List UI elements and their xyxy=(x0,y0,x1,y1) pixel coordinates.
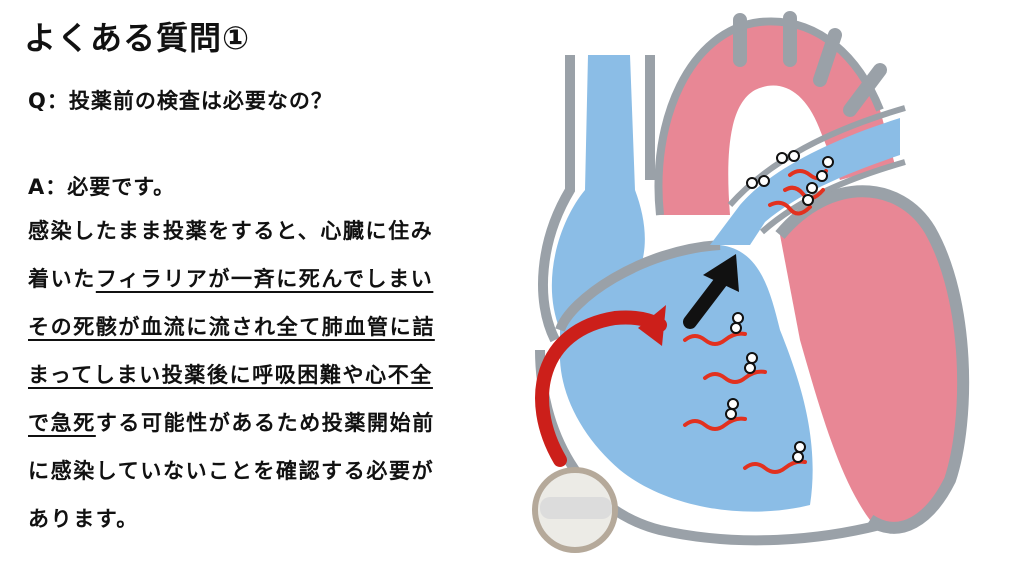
answer-line: まってしまい投薬後に呼吸困難や心不全 xyxy=(28,358,508,406)
answer-line: その死骸が血流に流され全て肺血管に詰 xyxy=(28,310,508,358)
underlined-text: まってしまい投薬後に呼吸困難や心不全 xyxy=(28,363,433,387)
answer-heading: A：必要です。 xyxy=(28,175,176,199)
plain-text: する可能性があるため投薬開始前 xyxy=(95,411,435,435)
plain-text: に感染していないことを確認する必要が xyxy=(28,459,435,483)
pulmonary-artery-shape xyxy=(710,118,900,245)
answer-line: あります。 xyxy=(28,502,508,550)
question-text: Q：投薬前の検査は必要なの？ xyxy=(28,89,333,113)
vena-cava-shape xyxy=(551,55,645,330)
plain-text: 着いた xyxy=(28,267,96,291)
answer-line: 感染したまま投薬をすると、心臓に住み xyxy=(28,214,508,262)
black-arrow-icon xyxy=(683,273,729,329)
underlined-text: その死骸が血流に流され全て肺血管に詰 xyxy=(28,315,435,339)
left-heart-shape xyxy=(780,191,964,528)
answer-line: 着いたフィラリアが一斉に死んでしまい xyxy=(28,262,508,310)
underlined-text: フィラリアが一斉に死んでしまい xyxy=(95,267,434,291)
plain-text: 感染したまま投薬をすると、心臓に住み xyxy=(28,219,434,243)
underlined-text: で急死 xyxy=(28,411,96,435)
page-title: よくある質問① xyxy=(24,19,251,57)
answer-line: に感染していないことを確認する必要が xyxy=(28,454,508,502)
plain-text: あります。 xyxy=(28,507,139,531)
pill-icon xyxy=(532,467,618,553)
aorta-outline xyxy=(733,11,887,117)
answer-line: で急死する可能性があるため投薬開始前 xyxy=(28,406,508,454)
heart-illustration xyxy=(532,11,970,553)
red-curved-arrow-icon xyxy=(535,310,667,467)
answer-body: 感染したまま投薬をすると、心臓に住み着いたフィラリアが一斉に死んでしまいその死骸… xyxy=(28,214,508,550)
